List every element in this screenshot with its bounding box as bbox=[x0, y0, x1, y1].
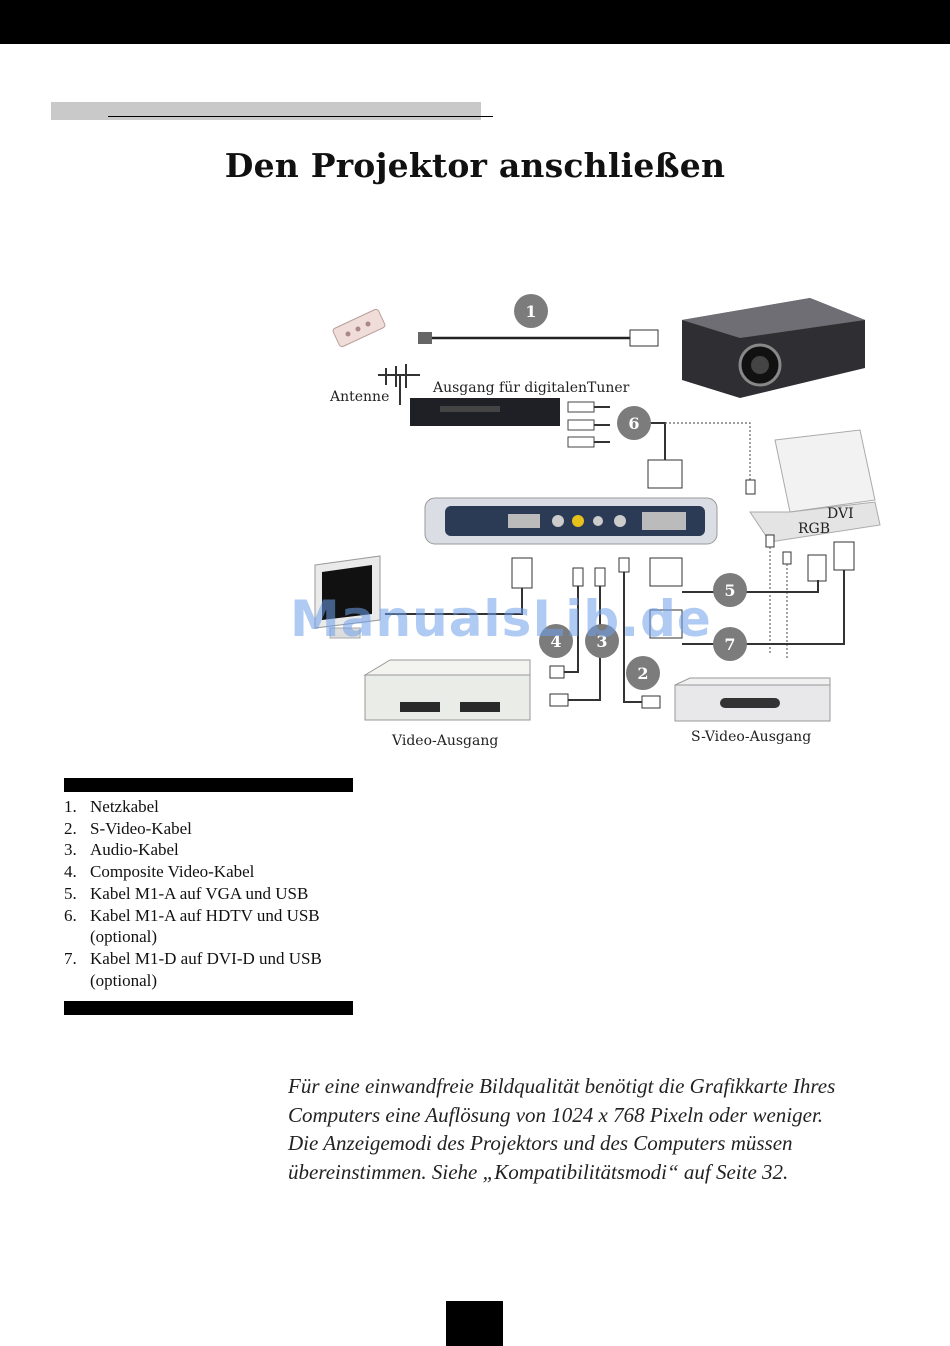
antenna-icon bbox=[378, 364, 420, 405]
marker-1: 1 bbox=[514, 294, 548, 328]
rgb-label: RGB bbox=[798, 521, 831, 537]
marker-4: 4 bbox=[539, 624, 573, 658]
legend-item: 1. Netzkabel bbox=[64, 796, 364, 818]
digital-tuner-label: Ausgang für digitalenTuner bbox=[433, 380, 630, 396]
projector-icon bbox=[682, 298, 865, 398]
marker-2-label: 2 bbox=[637, 664, 648, 683]
antenna-label: Antenne bbox=[330, 389, 390, 405]
connection-diagram: 1 6 5 7 4 3 2 Antenne Ausgang für digita… bbox=[290, 280, 930, 760]
marker-7: 7 bbox=[713, 627, 747, 661]
note-line: Computers eine Auflösung von 1024 x 768 … bbox=[288, 1102, 824, 1127]
marker-3: 3 bbox=[585, 624, 619, 658]
legend-item-optional: (optional) bbox=[90, 927, 158, 947]
legend-item: 2. S-Video-Kabel bbox=[64, 818, 364, 840]
note-line: Die Anzeigemodi des Projektors und des C… bbox=[288, 1131, 793, 1155]
note-line: Für eine einwandfreie Bildqualität benöt… bbox=[288, 1074, 836, 1098]
monitor-cable bbox=[385, 557, 533, 615]
header-bar bbox=[0, 0, 950, 44]
legend-item-optional: (optional) bbox=[90, 970, 158, 990]
marker-6: 6 bbox=[617, 406, 651, 440]
cable-legend: 1. Netzkabel 2. S-Video-Kabel 3. Audio-Kabe… bbox=[64, 796, 364, 991]
hdtv-rca-connectors bbox=[567, 401, 756, 495]
legend-item-text: Kabel M1-A auf VGA und USB bbox=[90, 883, 309, 903]
legend-item-text: Kabel M1-A auf HDTV und USB bbox=[90, 905, 320, 925]
page-number-box bbox=[446, 1301, 503, 1346]
display-note: Für eine einwandfreie Bildqualität benöt… bbox=[288, 1072, 888, 1186]
marker-5-label: 5 bbox=[724, 581, 735, 600]
digital-tuner-icon bbox=[410, 398, 560, 426]
legend-bottom-bar bbox=[64, 1001, 353, 1015]
legend-item-text: Audio-Kabel bbox=[90, 840, 179, 860]
connection-hub-icon bbox=[424, 497, 718, 545]
legend-item-text: Composite Video-Kabel bbox=[90, 862, 255, 882]
legend-item: 3. Audio-Kabel bbox=[64, 839, 364, 861]
connection-diagram-svg: 1 6 5 7 4 3 2 bbox=[314, 294, 881, 722]
marker-3-label: 3 bbox=[596, 632, 607, 651]
legend-item: 7. Kabel M1-D auf DVI-D und USB(optional) bbox=[64, 948, 364, 991]
legend-item-number: 5. bbox=[64, 883, 77, 903]
legend-item-text: Netzkabel bbox=[90, 797, 159, 816]
svideo-out-label: S-Video-Ausgang bbox=[691, 729, 812, 745]
legend-item: 4. Composite Video-Kabel bbox=[64, 861, 364, 883]
laptop-connectors bbox=[765, 534, 855, 658]
note-line: übereinstimmen. Siehe „Kompatibilitätsmo… bbox=[288, 1159, 789, 1184]
video-recorder-icon bbox=[363, 659, 531, 721]
legend-item-text: Kabel M1-D auf DVI-D und USB bbox=[90, 948, 322, 968]
video-out-label: Video-Ausgang bbox=[392, 733, 499, 749]
legend-top-bar bbox=[64, 778, 353, 792]
av-cables bbox=[549, 557, 661, 709]
legend-item-number: 1. bbox=[64, 797, 77, 816]
page-title: Den Projektor anschließen bbox=[224, 146, 726, 185]
legend-item-number: 7. bbox=[64, 948, 77, 968]
dvd-player-icon bbox=[674, 677, 831, 722]
legend-item: 5. Kabel M1-A auf VGA und USB bbox=[64, 883, 364, 905]
marker-4-label: 4 bbox=[550, 632, 561, 651]
marker-7-label: 7 bbox=[724, 635, 735, 654]
power-strip-icon bbox=[332, 308, 386, 348]
marker-2: 2 bbox=[626, 656, 660, 690]
marker-5: 5 bbox=[713, 573, 747, 607]
legend-item-number: 3. bbox=[64, 840, 77, 860]
legend-item-number: 6. bbox=[64, 905, 77, 925]
dvi-label: DVI bbox=[827, 506, 854, 522]
monitor-icon bbox=[314, 555, 381, 639]
section-bar bbox=[51, 102, 481, 120]
marker-6-label: 6 bbox=[628, 414, 639, 433]
legend-item-number: 4. bbox=[64, 862, 77, 882]
laptop-icon bbox=[749, 429, 881, 543]
power-cable bbox=[418, 329, 659, 347]
section-rule bbox=[108, 116, 493, 117]
marker-1-label: 1 bbox=[525, 302, 536, 321]
legend-item-text: S-Video-Kabel bbox=[90, 818, 192, 838]
legend-item-number: 2. bbox=[64, 818, 77, 838]
legend-item: 6. Kabel M1-A auf HDTV und USB(optional) bbox=[64, 905, 364, 948]
watermark: ManualsLib.de bbox=[290, 590, 712, 648]
